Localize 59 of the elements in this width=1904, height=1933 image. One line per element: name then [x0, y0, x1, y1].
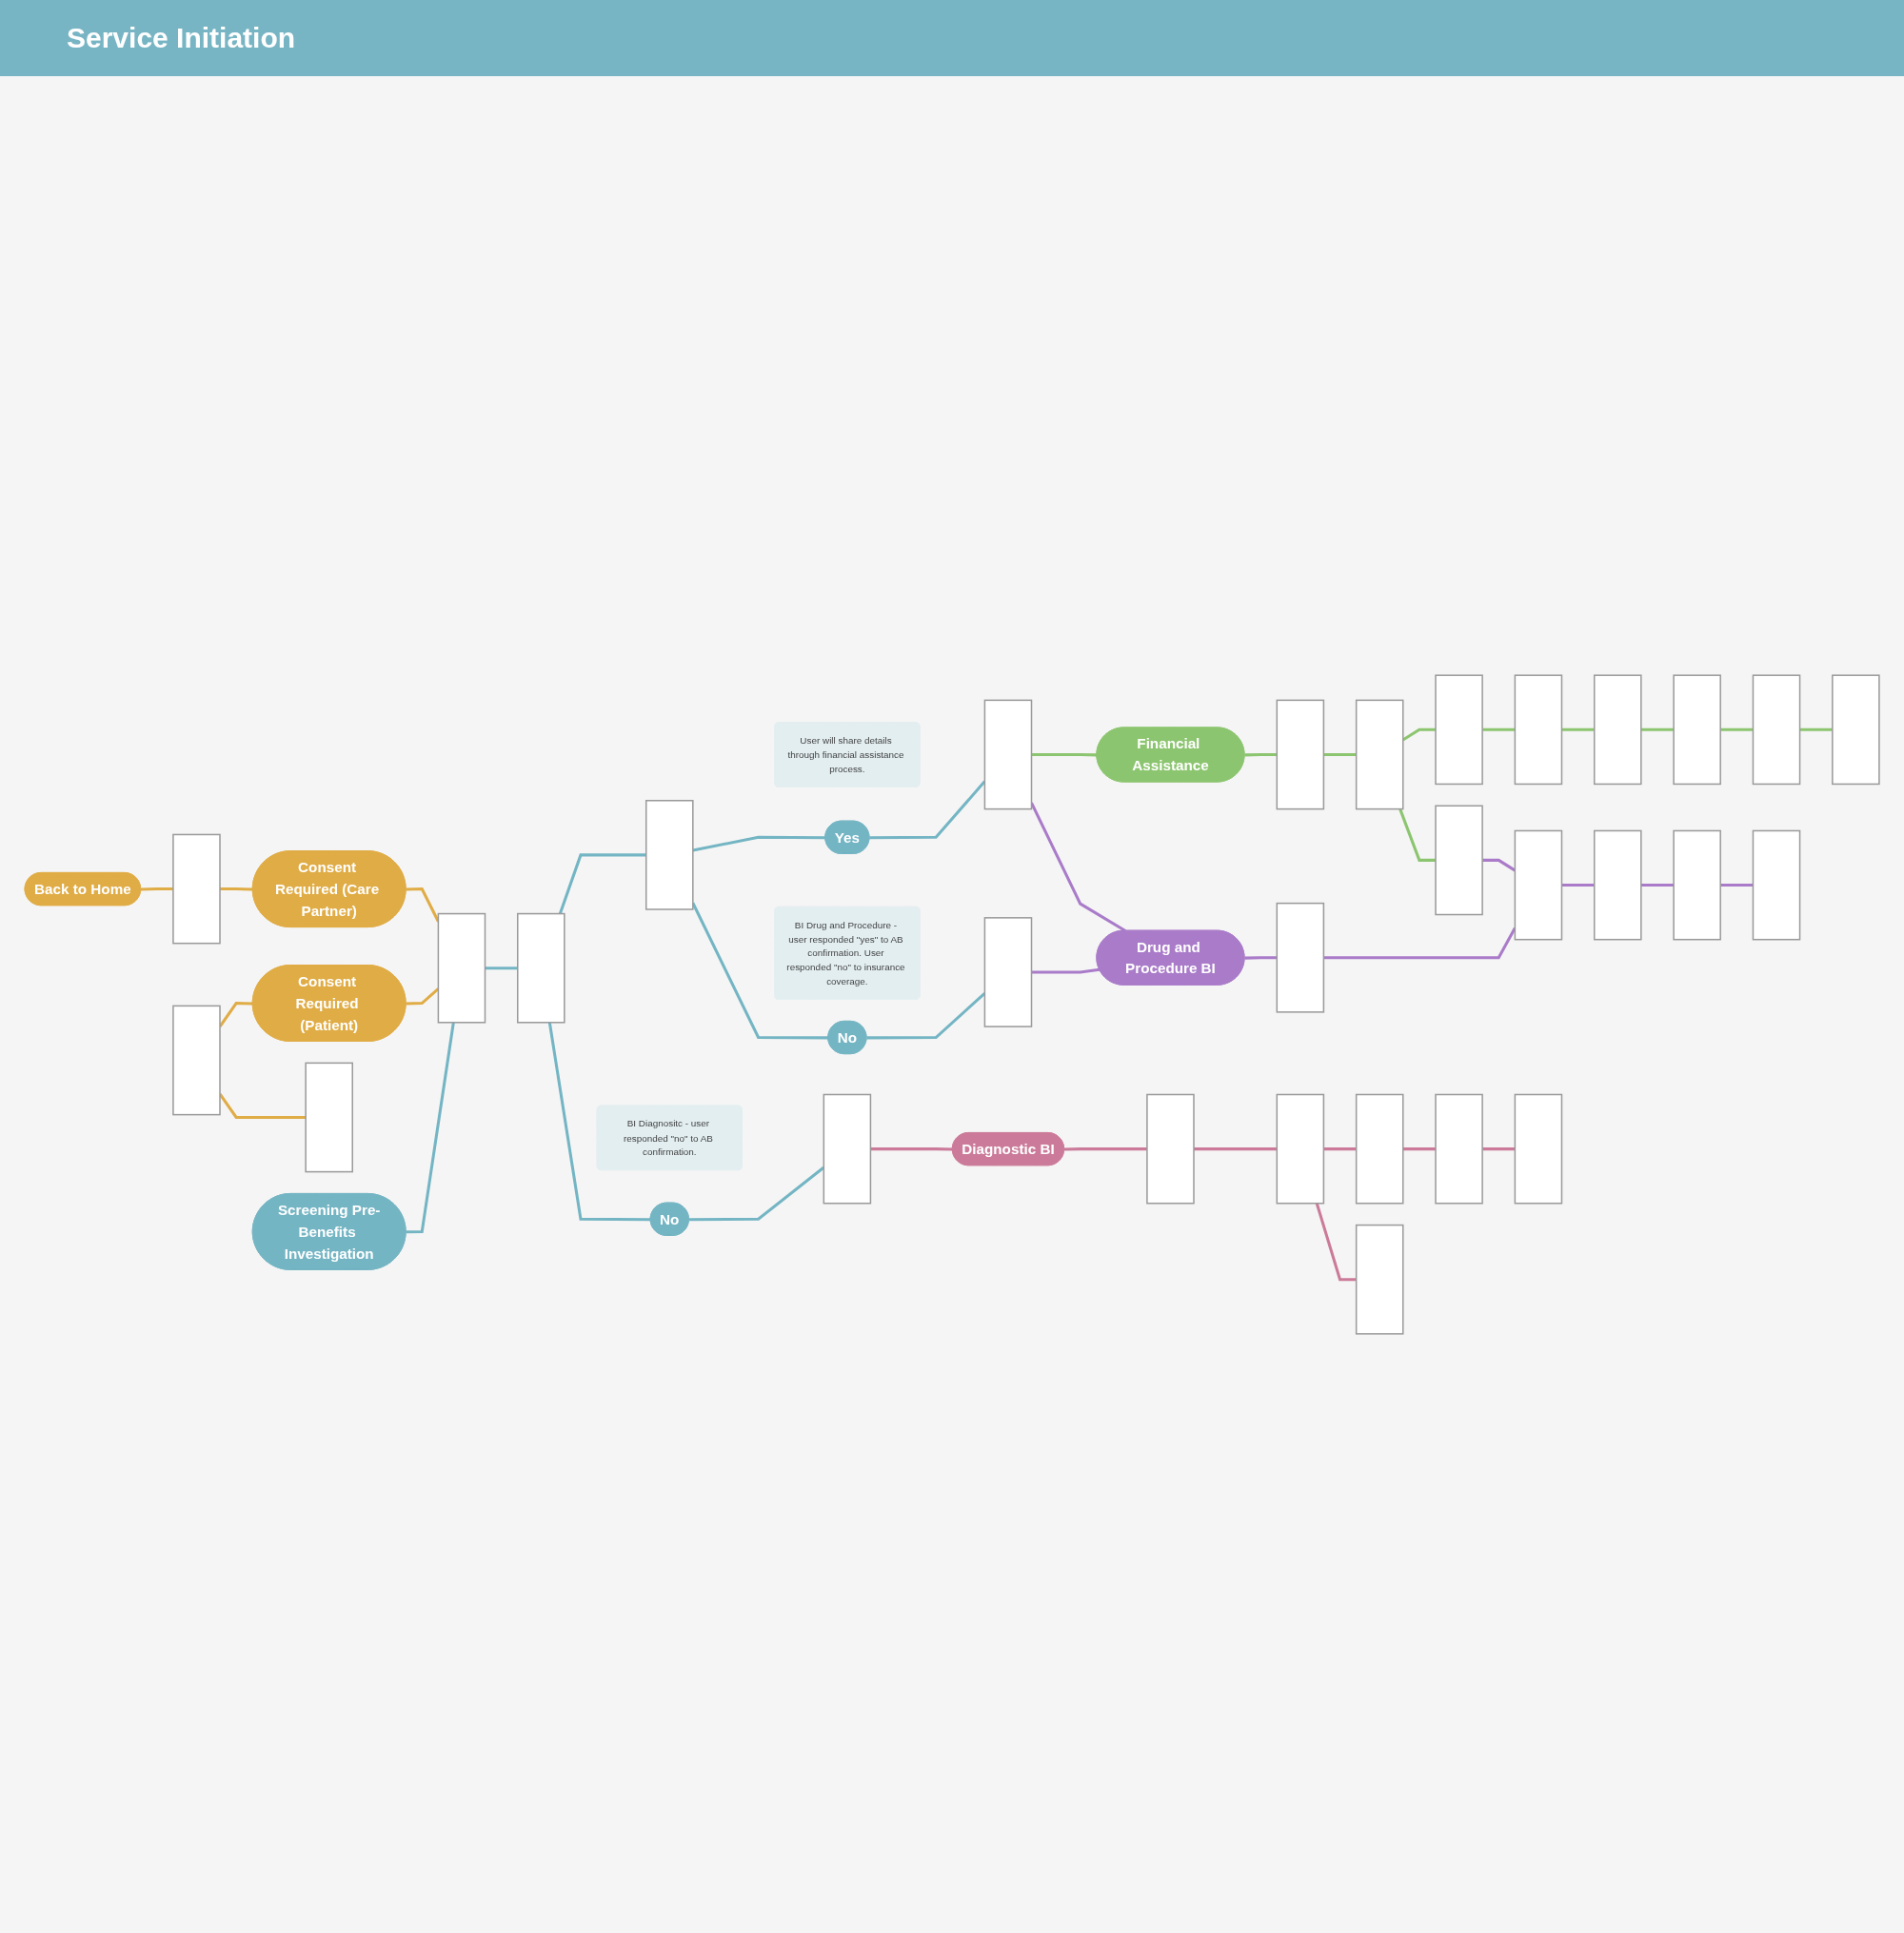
title: Service Initiation [67, 22, 296, 54]
node-box [1673, 674, 1721, 786]
node-box [1276, 699, 1325, 810]
node-box [1752, 829, 1801, 941]
node-box [1355, 1224, 1404, 1335]
node-box [1752, 674, 1801, 786]
node-box [172, 1005, 221, 1116]
node-box [983, 917, 1033, 1027]
node-box [1514, 1093, 1563, 1205]
node-box [1355, 1093, 1404, 1205]
node-box [1673, 829, 1721, 941]
connector [1031, 967, 1101, 974]
connector [406, 1022, 455, 1234]
node-box [645, 800, 694, 910]
connector [691, 902, 829, 1040]
node-box [1435, 1093, 1483, 1205]
connector [1398, 808, 1436, 862]
connector [1640, 884, 1675, 887]
connector [141, 887, 173, 891]
node-box [1514, 829, 1563, 941]
connector [692, 835, 826, 852]
connector [1799, 727, 1833, 731]
connector [1720, 727, 1754, 731]
node-box [1276, 1093, 1325, 1205]
connector [870, 1147, 953, 1151]
node-box [1832, 674, 1880, 786]
connector [1244, 752, 1278, 757]
node-box [305, 1062, 353, 1173]
connector [1315, 1203, 1357, 1282]
connector [1561, 727, 1595, 731]
node-box [823, 1093, 872, 1205]
connector [485, 966, 518, 970]
connector [1194, 1147, 1278, 1151]
node-box [1594, 674, 1642, 786]
node-box [1146, 1093, 1195, 1205]
connector [1030, 802, 1126, 932]
node-box [1355, 699, 1404, 810]
node-box [1435, 805, 1483, 916]
connector [1031, 752, 1098, 757]
node-box [172, 833, 221, 945]
connector [1640, 727, 1675, 731]
connector [1561, 884, 1595, 887]
connector [547, 1022, 651, 1222]
node-box [983, 699, 1033, 810]
connector [1720, 884, 1754, 887]
connector [1063, 1147, 1147, 1151]
connector [220, 887, 253, 891]
node-box [1435, 674, 1483, 786]
node-box [1514, 674, 1563, 786]
connector [1323, 1147, 1357, 1151]
connector [1482, 1147, 1516, 1151]
connector [1323, 752, 1357, 756]
node-box [437, 912, 486, 1024]
node-box [517, 912, 565, 1024]
connector [1244, 956, 1278, 960]
connector [1482, 727, 1516, 731]
node-box [1276, 902, 1325, 1013]
connector [1402, 1147, 1436, 1151]
node-box [1594, 829, 1642, 941]
